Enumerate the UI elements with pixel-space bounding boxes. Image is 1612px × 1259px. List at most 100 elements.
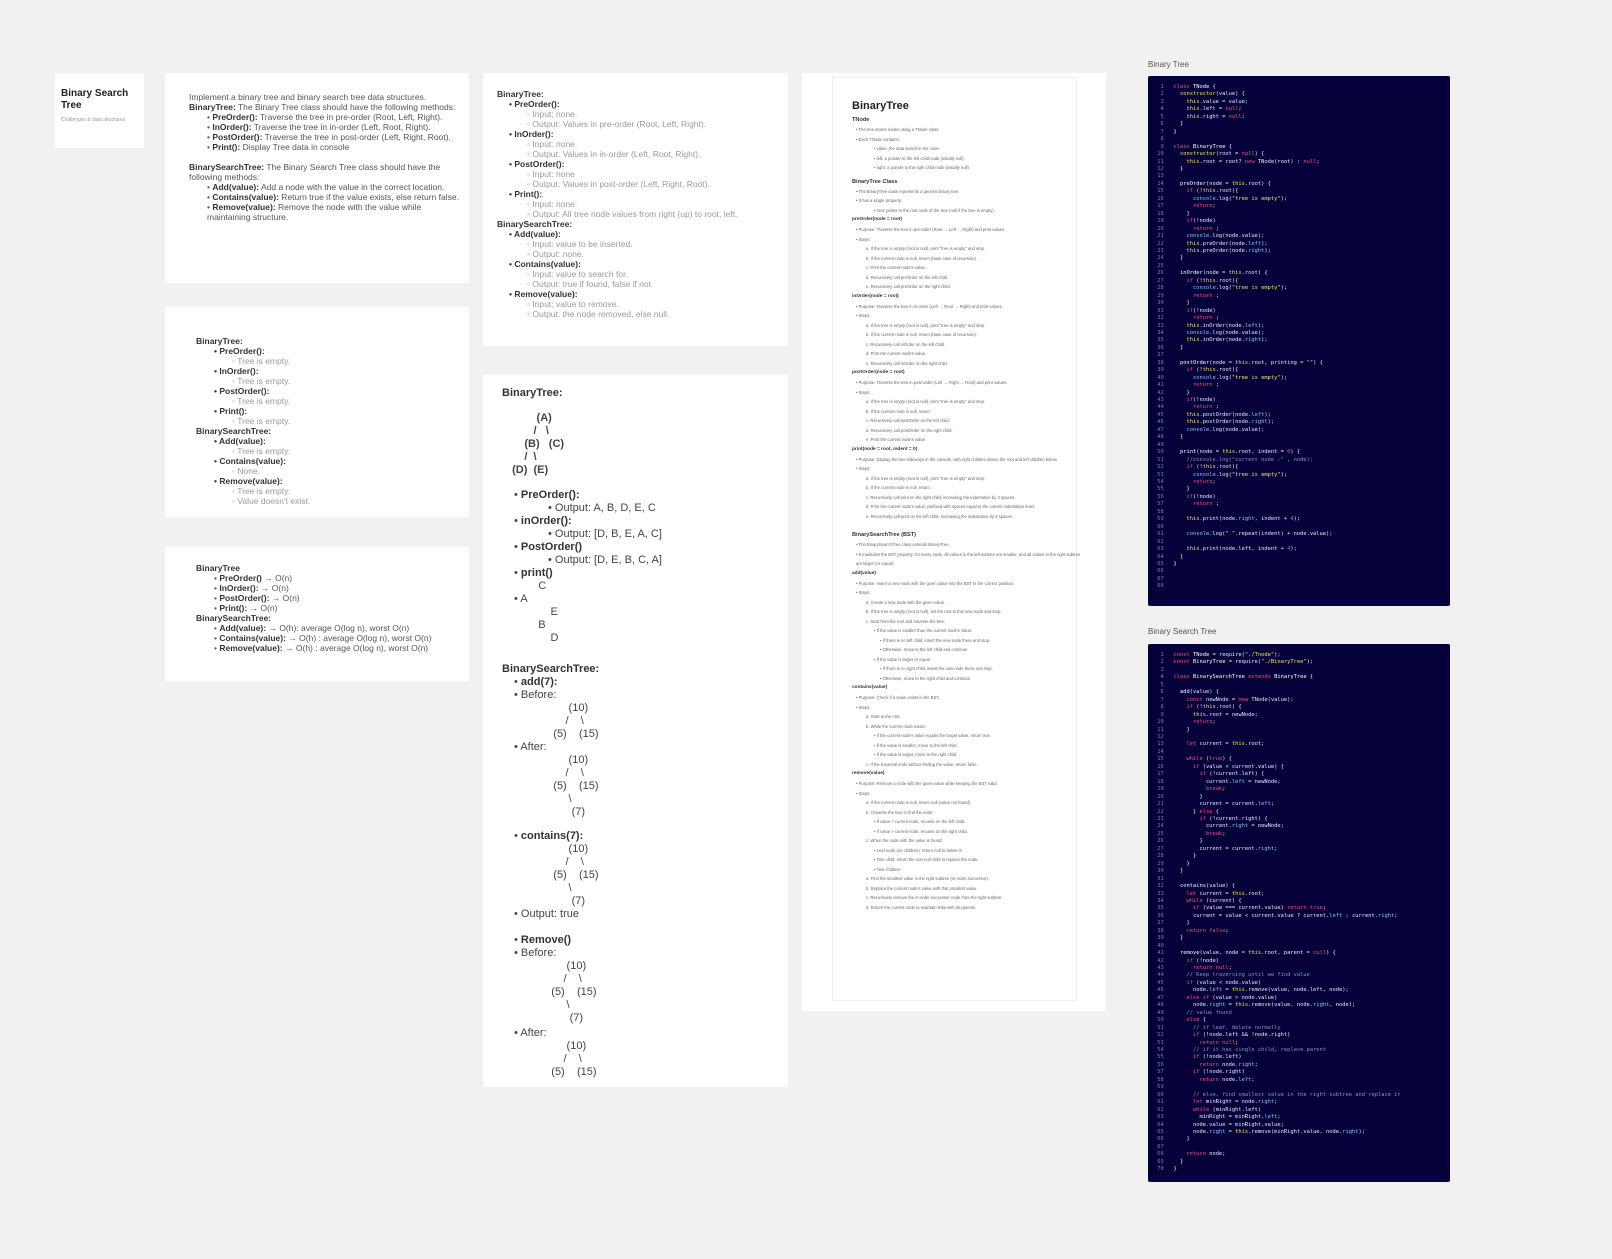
doc-preorder-line: e. Recursively call preOrder on the righ… xyxy=(866,284,951,289)
req-bt-head: BinaryTree: xyxy=(189,102,236,112)
vt-bt: BinaryTree: xyxy=(502,387,563,399)
title-card[interactable]: Binary Search Tree Challenges & data str… xyxy=(55,74,144,148)
doc-btclass-line: • It has a single property: xyxy=(856,198,903,203)
bo-bt-item: PostOrder(): → O(n) xyxy=(196,593,466,603)
doc-title: BinaryTree xyxy=(852,100,909,112)
vt-con-out: Output: true xyxy=(520,908,580,920)
doc-inorder-lines: • Purpose: Traverse the tree in in-order… xyxy=(852,302,1082,369)
doc-inorder-line: • Steps: xyxy=(856,313,871,318)
doc-remove-line: c. Recursively remove the in-order succe… xyxy=(866,895,1003,900)
bo-bt-list: PreOrder() → O(n)InOrder(): → O(n)PostOr… xyxy=(196,573,466,613)
ec-add-v: Tree is empty. xyxy=(196,446,456,456)
io-post-in: Input: none xyxy=(497,169,787,179)
req-bt-desc: The Binary Tree class should have the fo… xyxy=(235,102,456,112)
vt-add: add(7): xyxy=(520,676,558,688)
doc-remove: remove(value) xyxy=(852,771,885,776)
vt-after: After: xyxy=(520,741,547,753)
requirements-card[interactable]: Implement a binary tree and binary searc… xyxy=(165,73,469,283)
bo-bt-item: PreOrder() → O(n) xyxy=(196,573,466,583)
doc-print-line: • Steps: xyxy=(856,466,871,471)
board-title: Binary Search Tree xyxy=(61,88,129,111)
req-bt-item: PreOrder(): Traverse the tree in pre-ord… xyxy=(189,112,459,122)
doc-add-line: c. Start from the root and traverse the … xyxy=(866,618,946,624)
req-bst-item-name: Remove(value): xyxy=(212,202,276,212)
documentation-card[interactable]: BinaryTree TNode • The tree stores nodes… xyxy=(802,73,1106,1011)
req-bst-item-desc: Add a node with the value in the correct… xyxy=(259,182,445,192)
vt-bst: BinarySearchTree: xyxy=(502,663,600,675)
ec-inorder-v: Tree is empty. xyxy=(196,376,456,386)
doc-remove-line: ▪ Two children: xyxy=(874,866,902,872)
code-editor-binary-tree[interactable]: 1 class TNode { 2 constructor(value) { 3… xyxy=(1148,76,1450,606)
doc-bst-line: • It maintains the BST property: for eve… xyxy=(856,551,1081,567)
req-bt-item-name: PostOrder(): xyxy=(212,132,263,142)
doc-print-line: • Purpose: Display the tree sideways in … xyxy=(856,456,1058,462)
doc-contains-line: ▪ If the value is larger, move to the ri… xyxy=(874,752,958,757)
doc-inorder-line: e. Recursively call inOrder on the right… xyxy=(866,360,948,366)
ec-print: Print(): xyxy=(196,406,456,416)
doc-bst-line: • The BinarySearchTree class extends Bin… xyxy=(856,542,950,547)
big-o-card[interactable]: BinaryTree PreOrder() → O(n)InOrder(): →… xyxy=(165,547,469,681)
req-bst-item-desc: Remove the node with the value while mai… xyxy=(207,202,422,222)
bo-bt-item-name: PostOrder(): xyxy=(219,593,270,603)
bo-bst-item-desc: → O(h) : average O(log n), worst O(n) xyxy=(282,643,429,653)
bo-bt-item-desc: → O(n) xyxy=(269,593,300,603)
visual-trace-card[interactable]: BinaryTree: (A) / \ (B) (C) / \ (D) (E) … xyxy=(483,375,788,1087)
doc-add-lines: • Purpose: Insert a new node with the gi… xyxy=(852,579,1082,684)
vt-tree-before2: (10) / \ (5) (15) \ (7) xyxy=(551,960,597,1024)
vt-print-rest: E B D xyxy=(538,606,559,644)
bo-bst-item: Contains(value): → O(h) : average O(log … xyxy=(196,633,466,643)
doc-tnode-line: • Each TNode contains: xyxy=(856,136,900,142)
doc-btclass: BinaryTree Class xyxy=(852,178,898,185)
vt-inorder: inOrder(): xyxy=(520,515,572,527)
doc-tnode-line: • The tree stores nodes using a TNode cl… xyxy=(856,127,940,132)
bo-bst-item-desc: → O(h) : average O(log n), worst O(n) xyxy=(285,633,432,643)
req-bt-item-desc: Traverse the tree in post-order (Left, R… xyxy=(262,132,451,142)
doc-remove-line: ▪ If value > current node, recurse on th… xyxy=(874,828,968,834)
code-bt-label: Binary Tree xyxy=(1148,60,1189,69)
ec-contains-v: None. xyxy=(196,466,456,476)
code-bst-content: 1 const TNode = require("./Tnode"); 2 co… xyxy=(1154,652,1401,1173)
req-bst-desc: The Binary Search Tree class should have… xyxy=(189,162,441,182)
doc-print-line: e. Recursively call print on the left ch… xyxy=(866,513,1014,519)
ec-print-v: Tree is empty. xyxy=(196,416,456,426)
code-editor-binary-search-tree[interactable]: 1 const TNode = require("./Tnode"); 2 co… xyxy=(1148,644,1450,1182)
doc-add-line: • Steps: xyxy=(856,590,871,595)
doc-add-line: ▪ If there is no right child, insert the… xyxy=(880,666,993,671)
bo-bst-item-name: Add(value): xyxy=(219,623,267,633)
doc-preorder-line: c. Print the current node's value. xyxy=(866,265,926,270)
bo-bt-item-name: Print(): xyxy=(219,603,248,613)
doc-preorder-lines: • Purpose: Traverse the tree in pre-orde… xyxy=(852,225,1082,292)
io-post-out: Output: Values in post-order (Left, Righ… xyxy=(497,179,787,189)
doc-postorder: postOrder(node = root) xyxy=(852,370,905,375)
io-contains: Contains(value): xyxy=(497,259,787,269)
doc-tnode-line: ▪ right: a pointer to the right child no… xyxy=(874,165,970,170)
vt-postorder: PostOrder() xyxy=(520,541,583,553)
io-card[interactable]: BinaryTree: PreOrder(): Input: none. Out… xyxy=(483,73,788,346)
vt-after2: After: xyxy=(520,1027,547,1039)
io-remove: Remove(value): xyxy=(497,289,787,299)
doc-contains: contains(value) xyxy=(852,685,888,690)
req-bt-item: PostOrder(): Traverse the tree in post-o… xyxy=(189,132,459,142)
doc-postorder-line: d. Recursively call postOrder on the rig… xyxy=(866,427,953,433)
doc-contains-line: • Steps: xyxy=(856,704,871,710)
vt-tree-before: (10) / \ (5) (15) xyxy=(553,702,599,740)
doc-add-line: ▪ If there is no left child, insert the … xyxy=(880,637,991,643)
bo-bt-item-desc: → O(n) xyxy=(258,583,289,593)
doc-postorder-line: c. Recursively call postOrder on the lef… xyxy=(866,418,950,423)
io-rem-in: Input: value to remove. xyxy=(497,299,787,309)
doc-remove-line: a. If the current node is null, return n… xyxy=(866,800,972,805)
doc-postorder-line: b. If the current node is null, return. xyxy=(866,408,931,414)
edge-cases-card[interactable]: BinaryTree: PreOrder(): Tree is empty. I… xyxy=(165,307,469,517)
doc-contains-lines: • Purpose: Check if a value exists in th… xyxy=(852,693,1082,769)
ec-remove: Remove(value): xyxy=(196,476,456,486)
ec-preorder-v: Tree is empty. xyxy=(196,356,456,366)
vt-remove: Remove() xyxy=(520,934,572,946)
doc-add-line: b. If the tree is empty (root is null), … xyxy=(866,609,1002,614)
bo-bst-item: Remove(value): → O(h) : average O(log n)… xyxy=(196,643,466,653)
vt-before: Before: xyxy=(520,689,557,701)
io-rem-out: Output: the node removed, else null. xyxy=(497,309,787,319)
req-bst-item: Remove(value): Remove the node with the … xyxy=(189,202,459,222)
doc-remove-line: • Purpose: Remove a node with the given … xyxy=(856,781,998,786)
io-print: Print(): xyxy=(497,189,787,199)
doc-add-line: a. Create a new node with the given valu… xyxy=(866,599,946,605)
